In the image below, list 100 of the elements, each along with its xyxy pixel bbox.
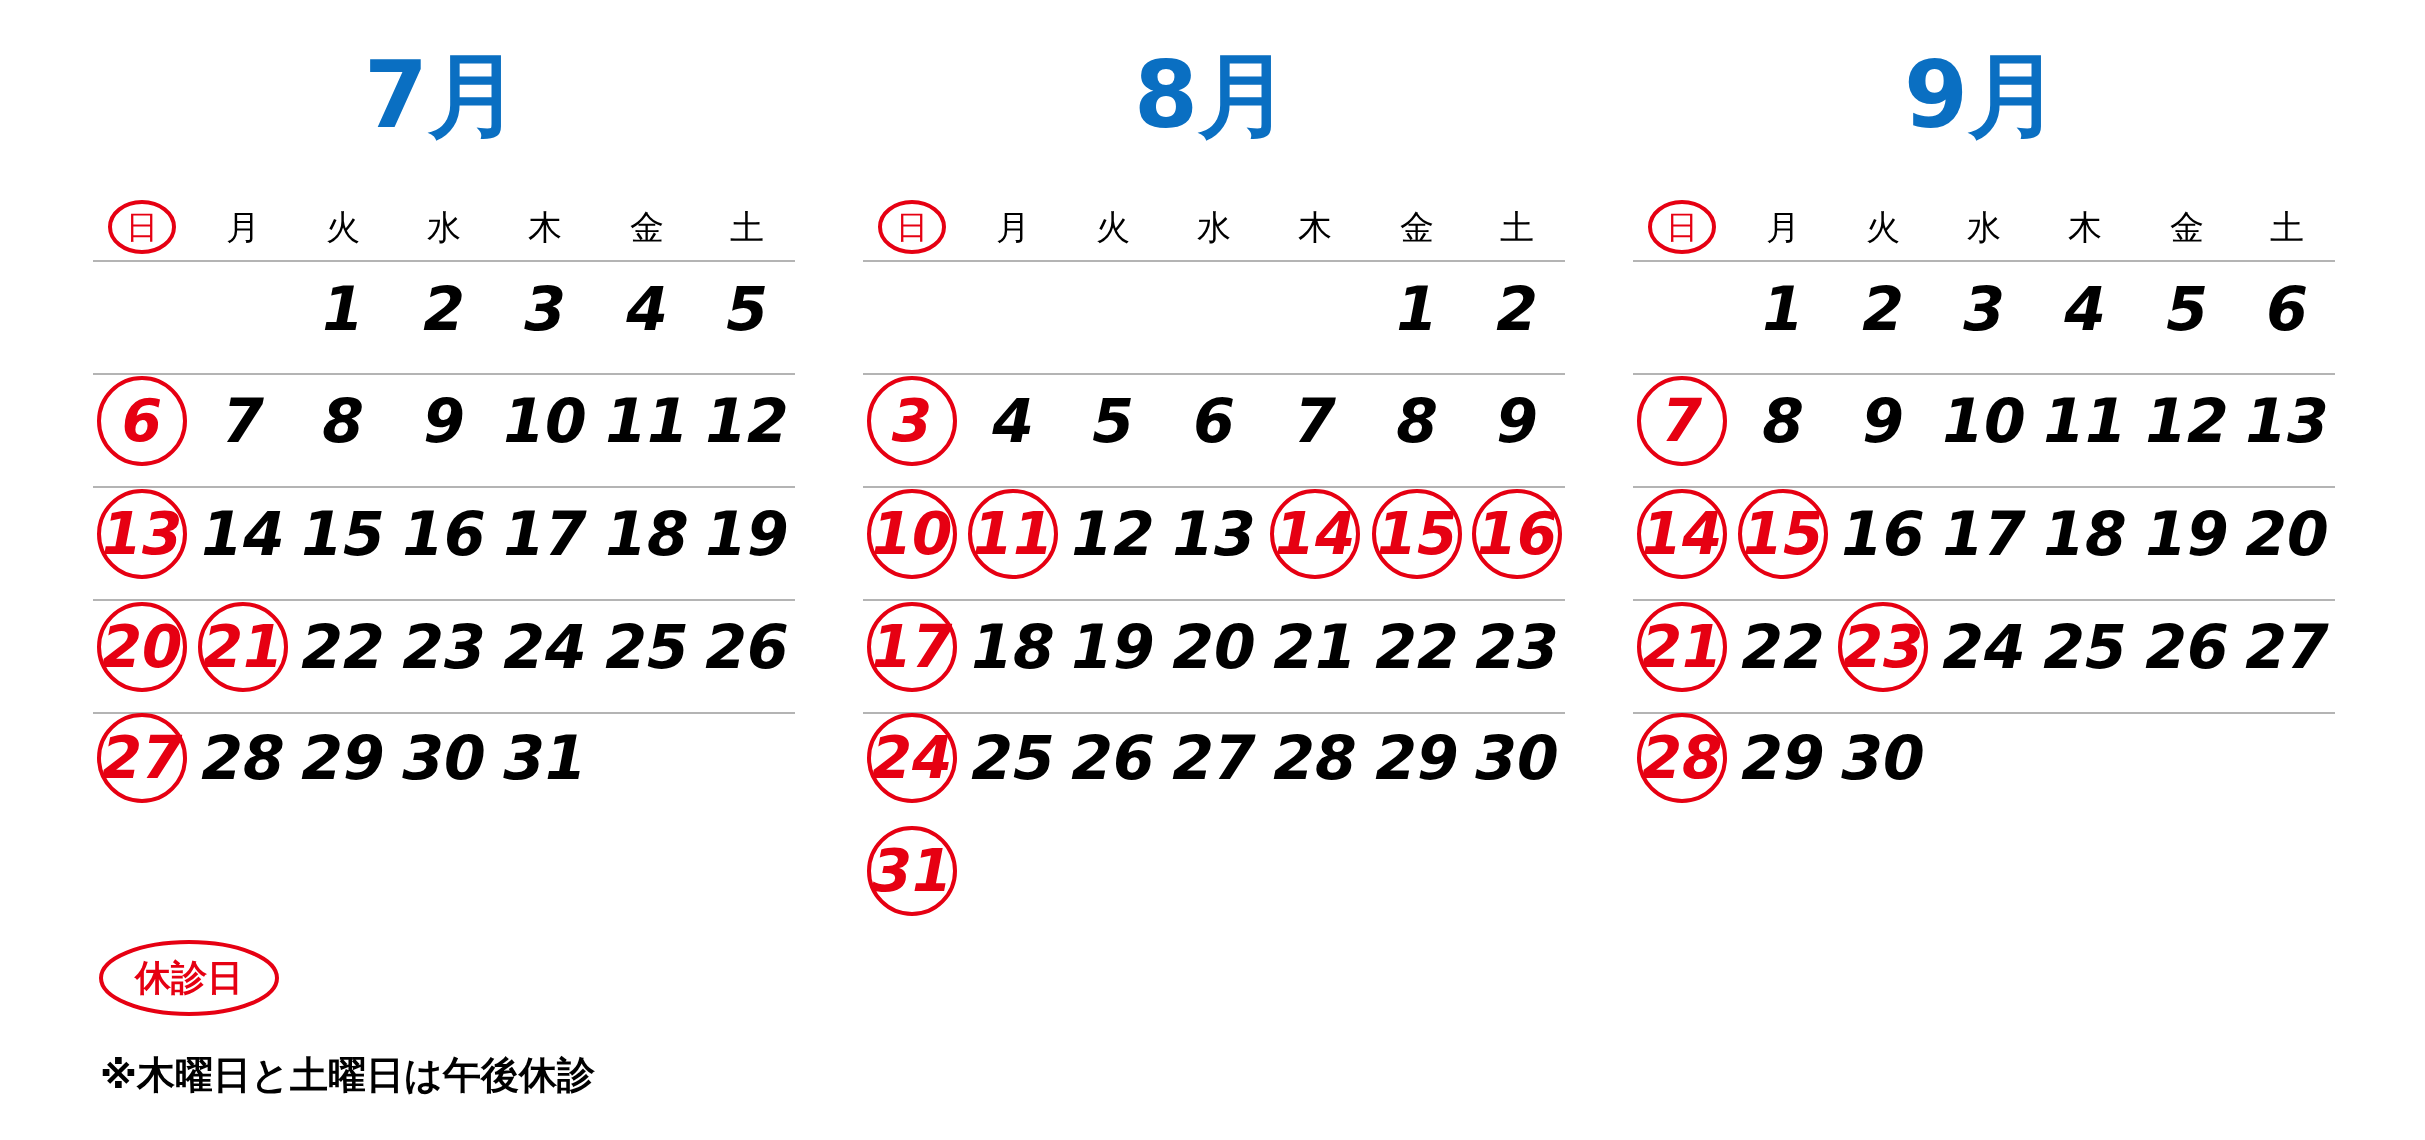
date-number: 9 [1862,391,1904,451]
date-number: 10 [1942,391,2026,451]
date-number: 3 [524,279,566,339]
date-number: 12 [705,391,789,451]
date-number: 26 [2145,617,2229,677]
note-text: ※木曜日と土曜日は午後休診 [100,1056,595,1094]
date-number: 25 [971,728,1055,788]
date-number: 18 [971,617,1055,677]
date-number: 24 [1942,617,2026,677]
weekday-header: 土 [730,210,764,244]
circled-date: 23 [1837,601,1929,693]
circled-date: 15 [1737,488,1829,580]
circled-date: 7 [1636,375,1728,467]
date-number: 1 [322,279,364,339]
month-title: 9月 [1904,50,2060,142]
date-number: 12 [2145,391,2229,451]
date-number: 27 [2245,617,2329,677]
date-number: 27 [1172,728,1256,788]
date-number: 23 [402,617,486,677]
date-number: 26 [1071,728,1155,788]
date-number: 11 [605,391,689,451]
date-number: 8 [322,391,364,451]
month-title: 7月 [364,50,520,142]
date-number: 30 [1841,728,1925,788]
weekday-header: 木 [528,210,562,244]
circled-date: 27 [96,712,188,804]
circled-date: 3 [866,375,958,467]
weekday-header: 土 [2270,210,2304,244]
date-number: 4 [992,391,1034,451]
date-number: 24 [503,617,587,677]
date-number: 9 [423,391,465,451]
date-number: 5 [1092,391,1134,451]
date-number: 22 [301,617,385,677]
date-number: 5 [2166,279,2208,339]
date-number: 16 [402,504,486,564]
date-number: 16 [1841,504,1925,564]
date-number: 4 [626,279,668,339]
date-number: 15 [301,504,385,564]
date-number: 19 [2145,504,2229,564]
weekday-header: 月 [996,210,1030,244]
circled-date: 16 [1471,488,1563,580]
weekday-header: 金 [2170,210,2204,244]
circled-date: 13 [96,488,188,580]
date-number: 22 [1375,617,1459,677]
date-number: 30 [402,728,486,788]
circled-date: 28 [1636,712,1728,804]
circled-date: 17 [866,601,958,693]
date-number: 19 [1071,617,1155,677]
date-number: 23 [1475,617,1559,677]
date-number: 5 [726,279,768,339]
circled-date: 10 [866,488,958,580]
date-number: 1 [1396,279,1438,339]
date-number: 10 [503,391,587,451]
weekday-header: 金 [1400,210,1434,244]
weekday-header: 火 [1096,210,1130,244]
date-number: 17 [503,504,587,564]
date-number: 22 [1741,617,1825,677]
date-number: 3 [1963,279,2005,339]
date-number: 25 [2043,617,2127,677]
date-number: 29 [1375,728,1459,788]
date-number: 31 [503,728,587,788]
date-number: 7 [1294,391,1336,451]
date-number: 13 [2245,391,2329,451]
date-number: 28 [201,728,285,788]
date-number: 4 [2064,279,2106,339]
date-number: 6 [1193,391,1235,451]
date-number: 28 [1273,728,1357,788]
date-number: 30 [1475,728,1559,788]
circled-date: 24 [866,712,958,804]
circled-date: 15 [1371,488,1463,580]
date-number: 8 [1762,391,1804,451]
date-number: 20 [1172,617,1256,677]
closed-day-legend: 休診日 [98,939,280,1017]
date-number: 9 [1496,391,1538,451]
weekday-header: 水 [1197,210,1231,244]
circled-date: 31 [866,825,958,917]
date-number: 13 [1172,504,1256,564]
date-number: 29 [1741,728,1825,788]
date-number: 17 [1942,504,2026,564]
date-number: 7 [222,391,264,451]
weekday-header: 木 [1298,210,1332,244]
date-number: 19 [705,504,789,564]
date-number: 2 [423,279,465,339]
date-number: 8 [1396,391,1438,451]
weekday-header: 金 [630,210,664,244]
circled-date: 20 [96,601,188,693]
date-number: 12 [1071,504,1155,564]
date-number: 1 [1762,279,1804,339]
weekday-header: 土 [1500,210,1534,244]
weekday-header: 月 [226,210,260,244]
circled-date: 6 [96,375,188,467]
weekday-header: 火 [1866,210,1900,244]
date-number: 14 [201,504,285,564]
circled-date: 11 [967,488,1059,580]
date-number: 6 [2266,279,2308,339]
date-number: 26 [705,617,789,677]
date-number: 21 [1273,617,1357,677]
date-number: 18 [605,504,689,564]
month-title: 8月 [1134,50,1290,142]
date-number: 2 [1496,279,1538,339]
